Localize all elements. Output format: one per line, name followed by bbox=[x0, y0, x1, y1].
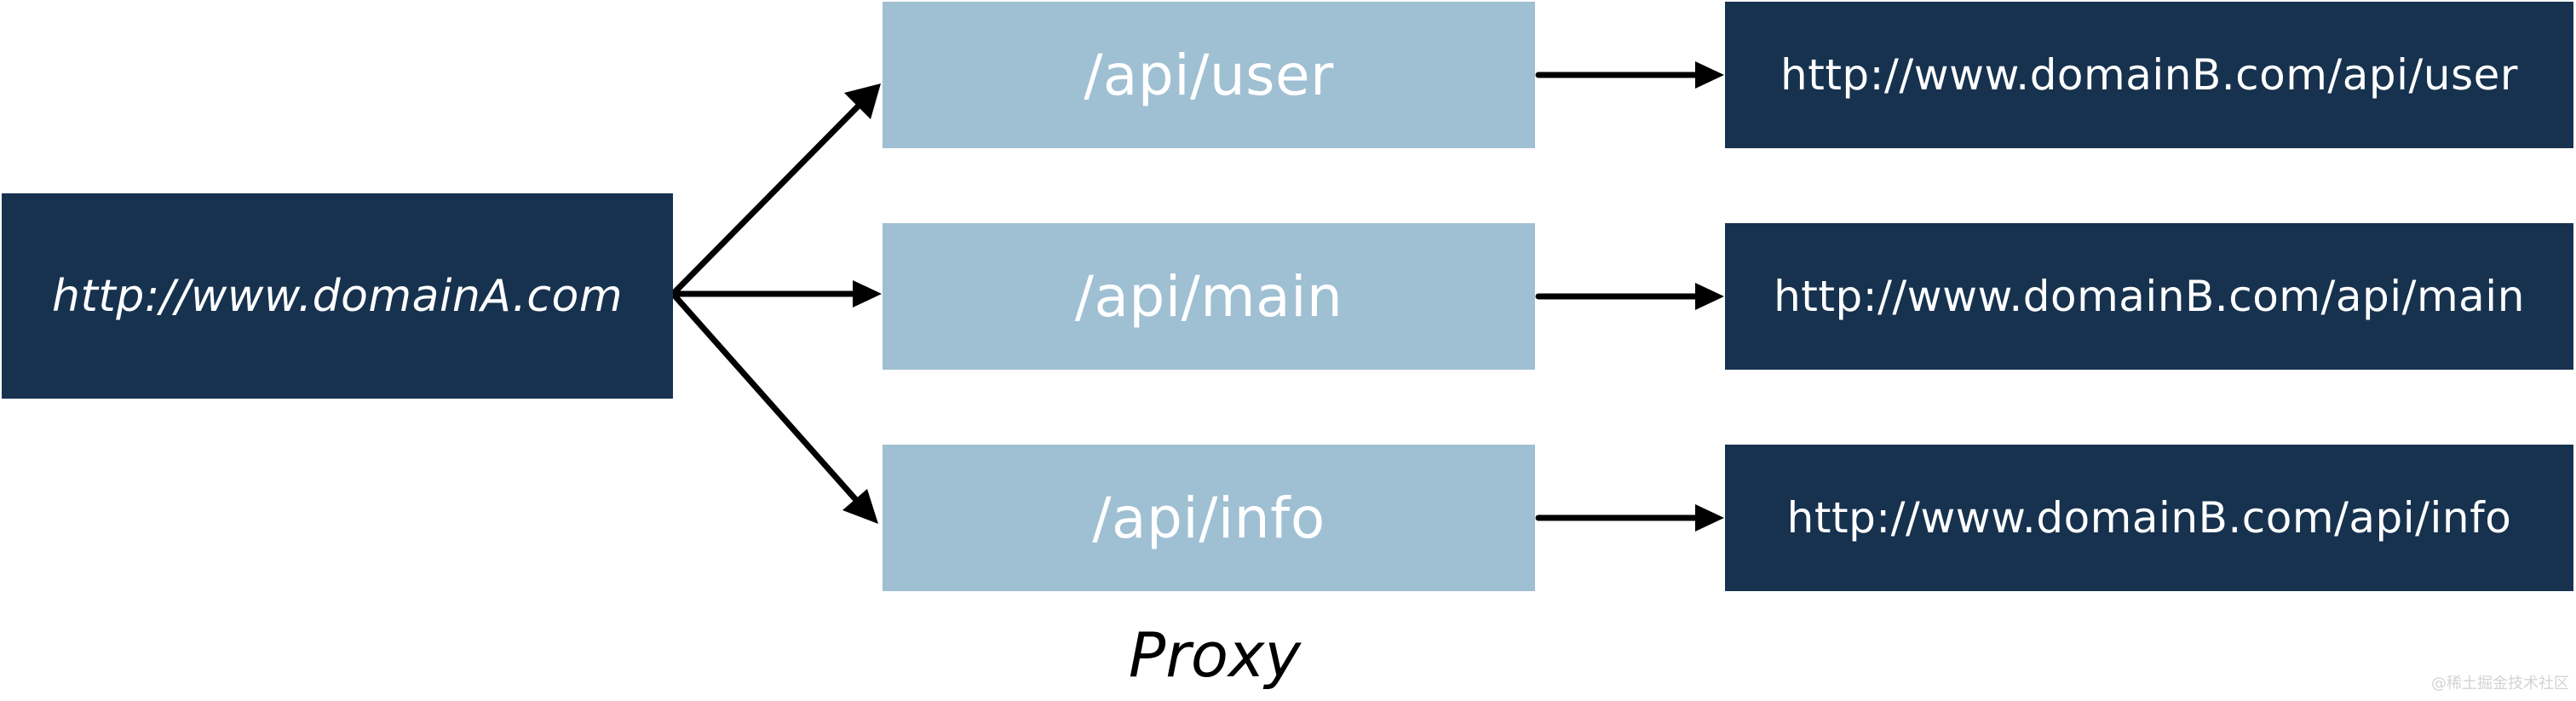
proxy-path-main-box: /api/main bbox=[883, 223, 1535, 370]
target-url-info-box: http://www.domainB.com/api/info bbox=[1725, 445, 2573, 591]
arrowhead-source-to-main bbox=[853, 280, 882, 307]
arrowhead-main-to-target bbox=[1695, 283, 1724, 310]
proxy-caption: Proxy bbox=[1128, 619, 1302, 691]
arrowhead-user-to-target bbox=[1695, 61, 1724, 89]
arrowhead-info-to-target bbox=[1695, 504, 1724, 531]
target-url-main-box: http://www.domainB.com/api/main bbox=[1725, 223, 2573, 370]
proxy-path-user-label: /api/user bbox=[1084, 42, 1334, 108]
arrow-line-source-to-user bbox=[670, 103, 861, 297]
target-url-user-label: http://www.domainB.com/api/user bbox=[1780, 50, 2518, 100]
arrowhead-source-to-user bbox=[844, 83, 881, 119]
watermark-text: @稀土掘金技术社区 bbox=[2431, 675, 2569, 692]
proxy-path-main-label: /api/main bbox=[1074, 263, 1343, 330]
arrowhead-source-to-info bbox=[842, 489, 878, 524]
target-url-main-label: http://www.domainB.com/api/main bbox=[1774, 272, 2525, 321]
proxy-path-info-label: /api/info bbox=[1092, 485, 1325, 551]
arrow-line-source-to-info bbox=[670, 290, 860, 503]
proxy-path-info-box: /api/info bbox=[883, 445, 1535, 591]
target-url-user-box: http://www.domainB.com/api/user bbox=[1725, 2, 2573, 148]
source-domain-box: http://www.domainA.com bbox=[2, 193, 673, 399]
source-domain-label: http://www.domainA.com bbox=[52, 270, 623, 322]
target-url-info-label: http://www.domainB.com/api/info bbox=[1786, 493, 2512, 543]
proxy-path-user-box: /api/user bbox=[883, 2, 1535, 148]
